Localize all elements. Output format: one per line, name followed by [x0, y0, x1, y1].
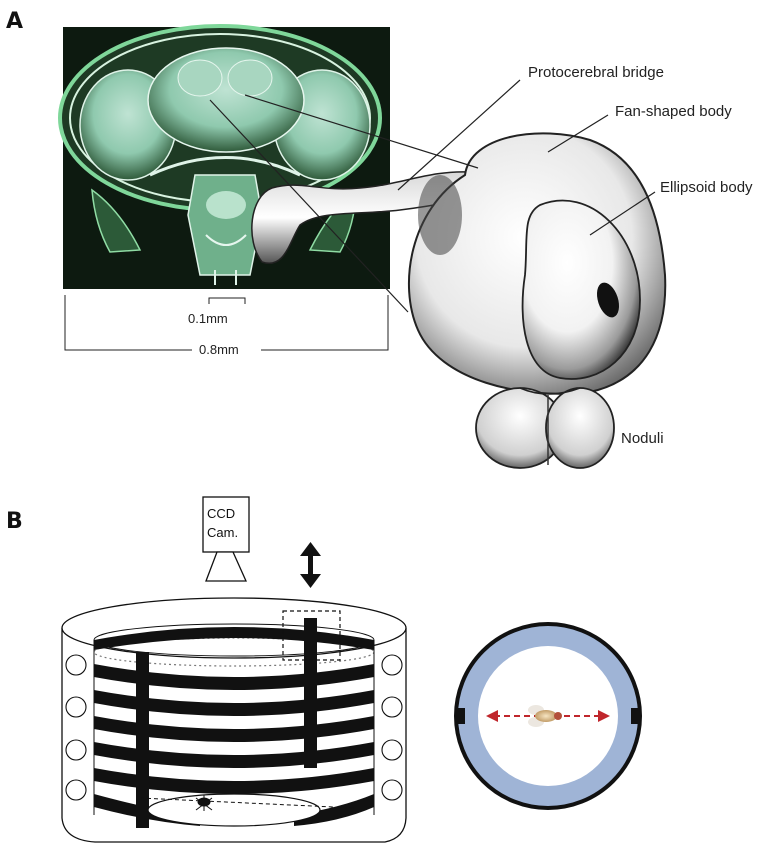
arena-top-view [456, 624, 640, 808]
camera-label-line2: Cam. [207, 525, 238, 540]
panel-b-letter: B [6, 509, 23, 534]
scale-label-small: 0.1mm [188, 311, 228, 326]
vertical-double-arrow-icon [300, 542, 321, 588]
panel-a-letter: A [6, 9, 23, 34]
label-noduli: Noduli [621, 430, 664, 447]
scale-label-large: 0.8mm [199, 342, 239, 357]
label-protocerebral-bridge: Protocerebral bridge [528, 64, 664, 81]
label-ellipsoid-body: Ellipsoid body [660, 179, 753, 196]
brain-micrograph [60, 26, 390, 289]
label-fan-shaped-body: Fan-shaped body [615, 103, 732, 120]
scale-bar-small [209, 298, 245, 304]
flight-arena-drum [62, 598, 406, 842]
camera-label-line1: CCD [207, 506, 235, 521]
